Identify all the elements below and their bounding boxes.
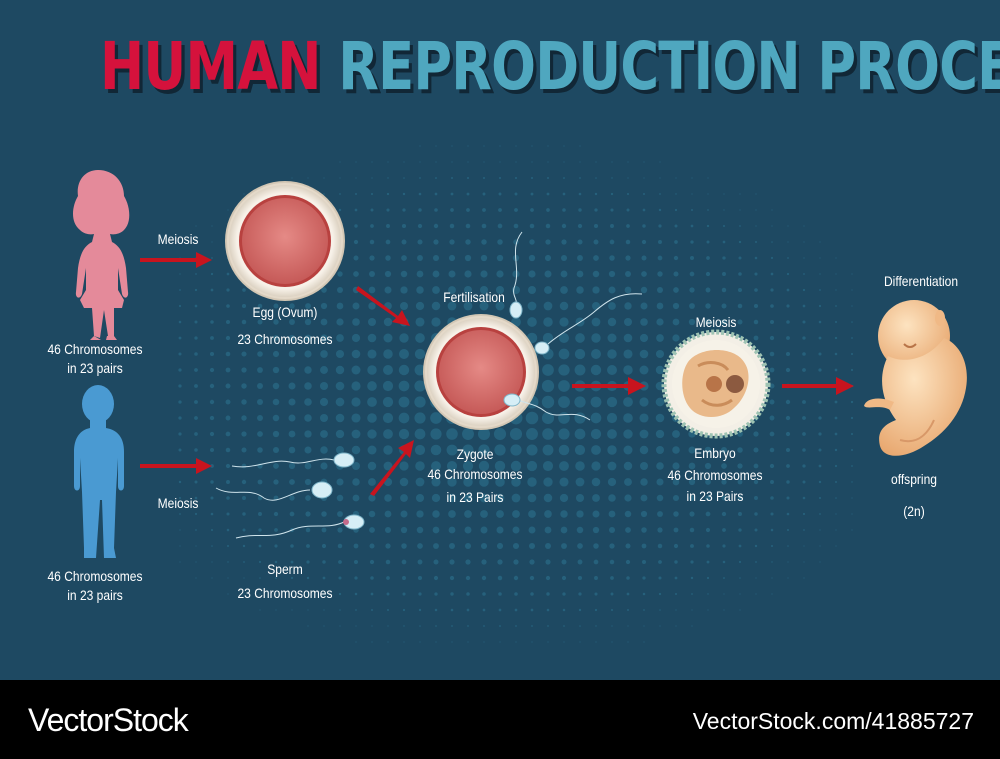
vectorstock-logo: VectorStock: [28, 702, 189, 738]
female-meiosis-label: Meiosis: [157, 231, 199, 247]
page-title: HUMAN REPRODUCTION PROCESS: [100, 28, 1000, 105]
offspring-ploidy-label: (2n): [903, 503, 925, 519]
female-chromosomes-label: 46 Chromosomes: [47, 341, 143, 357]
zygote-cell-icon: [423, 314, 539, 430]
watermark-footer: VectorStock VectorStock.com/41885727: [0, 680, 1000, 759]
halftone-background: [178, 145, 854, 643]
zygote-name-label: Zygote: [456, 446, 494, 462]
egg-chromosomes-label: 23 Chromosomes: [237, 331, 333, 347]
arrow-zygote-to-embryo-icon: [572, 377, 646, 395]
embryo-icon: [661, 329, 771, 439]
arrow-male-to-sperm-icon: [140, 458, 212, 474]
title-reproduction-process: REPRODUCTION PROCESS: [338, 28, 1000, 105]
sperm-chromosomes-label: 23 Chromosomes: [237, 585, 333, 601]
embryo-meiosis-label: Meiosis: [695, 314, 737, 330]
fetus-icon: [864, 300, 967, 456]
differentiation-label: Differentiation: [883, 273, 959, 289]
zygote-chromosomes-label: 46 Chromosomes: [427, 466, 523, 482]
sperm-name-label: Sperm: [267, 561, 303, 577]
arrow-egg-to-zygote-icon: [356, 286, 410, 326]
egg-name-label: Egg (Ovum): [252, 304, 318, 320]
arrow-embryo-to-offspring-icon: [782, 377, 854, 395]
sperm-cells-icon: [215, 452, 365, 539]
image-credit: VectorStock.com/41885727: [692, 708, 974, 734]
arrow-sperm-to-zygote-icon: [370, 440, 414, 496]
zygote-pairs-label: in 23 Pairs: [446, 489, 504, 505]
male-pairs-label: in 23 pairs: [67, 587, 123, 603]
arrows: [140, 252, 854, 496]
egg-cell-icon: [225, 181, 345, 301]
male-chromosomes-label: 46 Chromosomes: [47, 568, 143, 584]
sperm-heads-zygote: [503, 301, 550, 407]
diagram-artwork: [73, 170, 967, 558]
infographic: HUMAN REPRODUCTION PROCESS: [47, 28, 1000, 643]
embryo-name-label: Embryo: [694, 445, 736, 461]
title-human: HUMAN: [100, 28, 321, 105]
arrow-female-to-egg-icon: [140, 252, 212, 268]
female-pairs-label: in 23 pairs: [67, 360, 123, 376]
sperm-near-zygote-icon: [513, 231, 643, 421]
male-figure-icon: [74, 385, 124, 558]
female-figure-icon: [73, 170, 130, 340]
offspring-label: offspring: [891, 471, 937, 487]
embryo-pairs-label: in 23 Pairs: [686, 488, 744, 504]
male-meiosis-label: Meiosis: [157, 495, 199, 511]
fertilisation-label: Fertilisation: [443, 289, 505, 305]
embryo-chromosomes-label: 46 Chromosomes: [667, 467, 763, 483]
